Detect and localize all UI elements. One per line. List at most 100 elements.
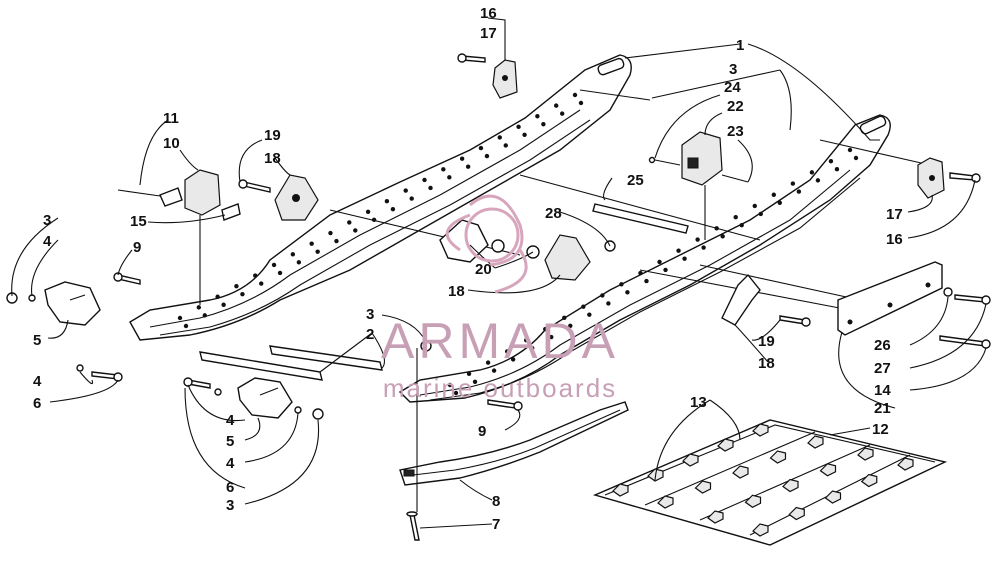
rail-hole (485, 360, 491, 365)
rail-hole (459, 156, 465, 161)
track-clip (744, 494, 762, 508)
callout-labels: 1 3 24 22 23 16 17 11 10 19 18 15 3 4 9 … (33, 5, 903, 533)
rail-hole (739, 222, 744, 228)
track-clip (657, 495, 674, 509)
callout-3-left: 3 (43, 212, 51, 229)
rail-hole (409, 196, 414, 201)
rail-hole (853, 155, 859, 161)
rear-bracket-21 (837, 261, 991, 349)
rail-hole (682, 256, 687, 261)
rail-hole (572, 92, 578, 98)
callout-17-right: 17 (886, 206, 903, 223)
rail-hole (234, 283, 239, 289)
rail-hole (221, 302, 226, 307)
right-bracket-16-17 (917, 157, 981, 199)
rail-hole (422, 177, 427, 183)
rail-hole (847, 147, 853, 153)
callout-25: 25 (627, 172, 644, 189)
callout-18-right: 18 (758, 355, 775, 372)
callout-18: 18 (264, 150, 281, 167)
rail-hole (271, 262, 277, 268)
callout-19: 19 (264, 127, 281, 144)
rail-hole (657, 259, 662, 265)
callout-13: 13 (690, 394, 707, 411)
rail-hole (478, 145, 484, 151)
track-clip (819, 463, 837, 477)
rail-hole (522, 132, 527, 138)
rail-hole (202, 313, 208, 318)
rail-hole (790, 181, 796, 186)
callout-9-right: 9 (478, 423, 486, 440)
rail-hole (606, 301, 611, 306)
track-clip (897, 457, 914, 471)
rail-hole (447, 382, 453, 388)
rail-hole (541, 122, 546, 127)
rail-hole (240, 291, 245, 297)
track-clip (752, 423, 769, 437)
slide-block-18-19-lower (721, 273, 811, 327)
callout-19-right: 19 (758, 333, 775, 350)
track-clip (707, 510, 724, 524)
rail-hole (453, 390, 459, 396)
rail-hole (484, 153, 490, 159)
callout-4-mid-a: 4 (226, 412, 235, 429)
rail-hole (259, 281, 264, 286)
rail-hole (465, 164, 471, 169)
rail-hole (559, 111, 565, 116)
rail-hole (752, 203, 757, 209)
leader-lines (11, 17, 987, 529)
rail-hole (619, 282, 624, 287)
rail-hole (733, 214, 738, 220)
cross-shafts (199, 89, 931, 381)
callout-8: 8 (492, 493, 500, 510)
rail-hole (758, 211, 763, 217)
left-slide-rail (129, 54, 632, 341)
callout-17: 17 (480, 25, 497, 42)
callout-28: 28 (545, 205, 562, 222)
rail-hole (543, 326, 548, 332)
idler-bracket-20 (439, 219, 616, 281)
rail-cap-5-right (183, 377, 324, 420)
track-clip (788, 506, 805, 521)
callout-3-mid: 3 (226, 497, 234, 514)
rail-hole (497, 135, 502, 140)
rail-hole (277, 270, 283, 276)
rail-hole (562, 315, 567, 321)
left-rail-holes (177, 92, 584, 329)
rail-hole (315, 249, 320, 254)
rail-hole (529, 346, 535, 351)
callout-1: 1 (736, 37, 744, 54)
rail-hole (347, 220, 352, 225)
track-clip (782, 478, 799, 493)
track-clip (612, 483, 629, 497)
wear-strip-8 (399, 401, 629, 541)
rail-hole (290, 252, 296, 257)
rail-hole (638, 270, 643, 276)
track-clip (824, 490, 842, 504)
rail-hole (441, 167, 446, 172)
rail-hole (466, 371, 472, 377)
track-clip (732, 465, 749, 479)
callout-4-left: 4 (43, 233, 52, 250)
rail-hole (447, 175, 452, 180)
rail-hole (587, 312, 592, 317)
rail-hole (625, 290, 630, 295)
rail-hole (553, 103, 559, 108)
rail-hole (568, 323, 573, 329)
callout-14: 14 (874, 382, 891, 399)
rail-hole (809, 170, 815, 175)
rail-hole (491, 368, 497, 373)
rail-hole (771, 192, 777, 197)
callout-23: 23 (727, 123, 744, 140)
callout-6-left: 6 (33, 395, 41, 412)
watermark-tagline: marine outboards (383, 373, 617, 403)
rail-hole (720, 234, 725, 239)
rail-hole (334, 238, 339, 244)
callout-3: 3 (729, 61, 737, 78)
rail-hole (403, 188, 408, 193)
rail-hole (828, 158, 834, 164)
track-clip (682, 453, 699, 467)
callout-6-mid: 6 (226, 479, 234, 496)
rail-hole (309, 241, 314, 246)
